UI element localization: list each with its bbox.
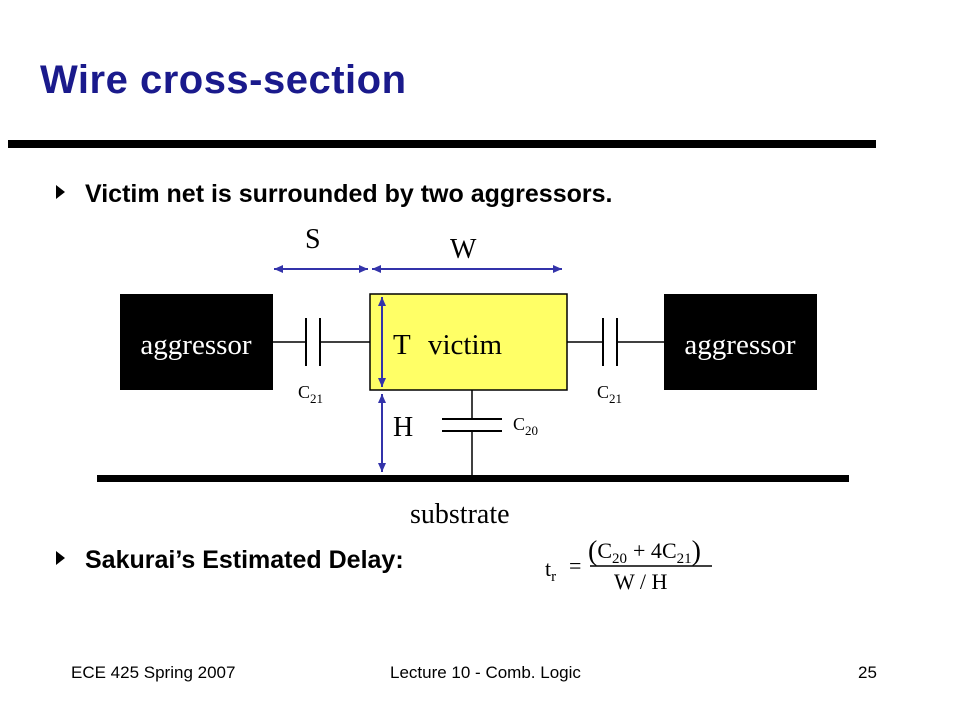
- formula-denominator: W / H: [614, 569, 667, 594]
- spacing-label: S: [305, 224, 321, 255]
- coupling-capacitor-left: [273, 318, 370, 366]
- footer-course: ECE 425 Spring 2007: [71, 663, 236, 682]
- triangle-bullet-icon: [56, 185, 65, 200]
- formula-numerator: (C20+ 4C21): [588, 536, 701, 567]
- aggressor-left-label: aggressor: [140, 329, 251, 361]
- substrate-plane: [97, 475, 849, 482]
- bullet-text: Sakurai’s Estimated Delay:: [85, 546, 404, 574]
- cap-left-label: C21: [298, 382, 323, 406]
- slide-title: Wire cross-section: [40, 58, 407, 102]
- triangle-bullet-icon: [56, 551, 65, 566]
- coupling-capacitor-right: [567, 318, 664, 366]
- delay-formula: tr = (C20+ 4C21) W / H: [545, 536, 712, 594]
- formula-lhs: tr: [545, 556, 556, 585]
- height-label: H: [393, 412, 413, 443]
- width-label: W: [450, 234, 477, 265]
- cap-substrate-label: C20: [513, 414, 538, 438]
- cap-right-label: C21: [597, 382, 622, 406]
- bullet-text: Victim net is surrounded by two aggresso…: [85, 180, 613, 208]
- victim-label: victim: [428, 329, 503, 361]
- footer-page-number: 25: [858, 663, 877, 682]
- bullet-victim-net: Victim net is surrounded by two aggresso…: [56, 180, 612, 209]
- substrate-capacitor: [442, 390, 502, 476]
- substrate-label: substrate: [410, 499, 510, 530]
- aggressor-right-label: aggressor: [684, 329, 795, 361]
- title-divider: [8, 140, 876, 148]
- formula-equals: =: [569, 553, 581, 578]
- aggressor-left-wire: [120, 294, 273, 390]
- footer-lecture: Lecture 10 - Comb. Logic: [390, 663, 581, 682]
- aggressor-right-wire: [664, 294, 817, 390]
- thickness-label: T: [393, 329, 411, 361]
- bullet-sakurai: Sakurai’s Estimated Delay:: [56, 546, 404, 575]
